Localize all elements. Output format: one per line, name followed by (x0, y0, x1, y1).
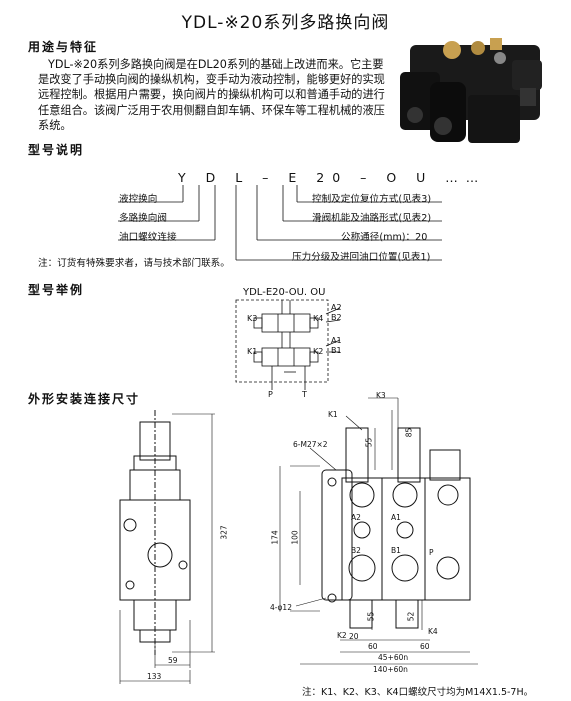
schematic-port-p: P (268, 390, 273, 399)
side-dim-133: 133 (147, 672, 162, 681)
front-dim-174: 174 (270, 530, 280, 545)
front-dim-45-60n: 45+60n (378, 653, 409, 662)
schematic-port-b1: B1 (331, 346, 342, 355)
section-model-desc-heading: 型号说明 (28, 143, 85, 157)
code-right-label-4: 压力分级及进回油口位置(见表1) (292, 252, 431, 263)
schematic-port-k4: K4 (313, 314, 324, 323)
front-label-k4: K4 (428, 627, 438, 636)
front-dim-85: 85 (404, 427, 414, 438)
front-port-b1: B1 (391, 546, 401, 555)
schematic-port-a2: A2 (331, 303, 342, 312)
intro-paragraph: YDL-※20系列多路换向阀是在DL20系列的基础上改进而来。它主要是改变了手动… (38, 58, 385, 132)
front-dim-52: 52 (406, 611, 416, 622)
code-left-label-1: 液控换向 (119, 194, 158, 205)
front-label-k3: K3 (376, 391, 386, 400)
front-dim-140-60n: 140+60n (373, 665, 408, 674)
schematic-port-k1: K1 (247, 347, 258, 356)
front-label-holes: 4-φ12 (270, 603, 292, 612)
example-code: YDL-E20-OU. OU (243, 287, 326, 298)
schematic-port-k2: K2 (313, 347, 324, 356)
model-code: Y D L – E 20 – O U …… (178, 170, 487, 185)
front-dim-60a: 60 (368, 642, 378, 651)
schematic-port-k3: K3 (247, 314, 258, 323)
front-port-p: P (429, 548, 434, 557)
footnote: 注：K1、K2、K3、K4口螺纹尺寸均为M14X1.5-7H。 (302, 687, 534, 698)
section-usage-heading: 用途与特征 (28, 40, 99, 54)
order-note: 注：订货有特殊要求者，请与技术部门联系。 (38, 258, 230, 269)
front-dim-55b: 55 (366, 611, 376, 622)
front-label-k1: K1 (328, 410, 338, 419)
schematic-port-t: T (302, 390, 307, 399)
section-dimensions-heading: 外形安装连接尺寸 (28, 392, 141, 406)
section-model-example-heading: 型号举例 (28, 283, 85, 297)
front-port-a1: A1 (391, 513, 401, 522)
code-right-label-3: 公称通径(mm)：20 (341, 232, 428, 243)
code-right-label-2: 滑阀机能及油路形式(见表2) (312, 213, 432, 224)
front-dim-55: 55 (364, 437, 374, 448)
code-left-label-3: 油口螺纹连接 (119, 232, 177, 243)
front-port-b2: B2 (351, 546, 361, 555)
schematic-port-b2: B2 (331, 313, 342, 322)
front-dim-60b: 60 (420, 642, 430, 651)
front-label-m27: 6-M27×2 (293, 440, 328, 449)
code-left-label-2: 多路换向阀 (119, 213, 167, 224)
front-dim-100: 100 (290, 530, 300, 545)
front-port-a2: A2 (351, 513, 361, 522)
front-dim-20: 20 (349, 632, 359, 641)
schematic-port-a1: A1 (331, 336, 342, 345)
front-label-k2: K2 (337, 631, 347, 640)
side-dim-59: 59 (168, 656, 178, 665)
code-right-label-1: 控制及定位复位方式(见表3) (312, 194, 432, 205)
page-title: YDL-※20系列多路换向阀 (181, 13, 390, 33)
